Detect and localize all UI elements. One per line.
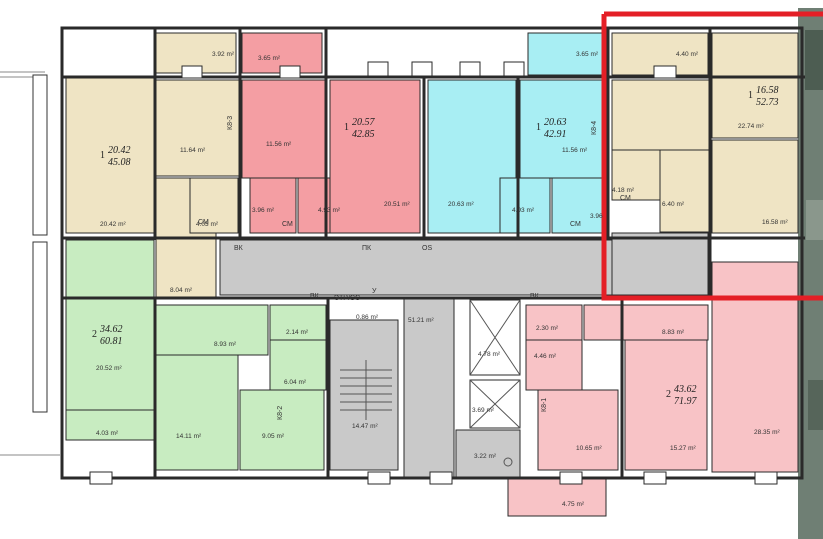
room-area: 9.05 m² (262, 433, 285, 440)
room-area: 3.96 m² (252, 207, 275, 214)
room-area: 3.65 m² (576, 51, 599, 58)
room-area: 20.63 m² (448, 201, 474, 208)
total-area: 42.91 (544, 129, 567, 140)
elevator-shafts (469, 299, 521, 467)
left-external-wall (0, 71, 60, 456)
room-area: 3.65 m² (258, 55, 281, 62)
room-area: 4.18 m² (612, 187, 635, 194)
room-area: 4.03 m² (96, 430, 119, 437)
room-area: 6.04 m² (284, 379, 307, 386)
room-area: 11.64 m² (180, 147, 206, 154)
room-area: 8.93 m² (214, 341, 237, 348)
total-area: 42.85 (352, 129, 375, 140)
room-area: 20.42 m² (100, 221, 126, 228)
living-area: 20.42 (108, 145, 131, 156)
k8-tag: К8-4 (591, 121, 598, 135)
living-area: 34.62 (99, 324, 123, 335)
total-area: 45.08 (108, 157, 131, 168)
room-area: 4.93 m² (318, 207, 341, 214)
selection-highlight (601, 11, 823, 301)
windows (89, 61, 778, 485)
cm-tag: СМ (282, 221, 293, 228)
room-area: 2.30 m² (536, 325, 559, 332)
room-area: 15.27 m² (670, 445, 696, 452)
room-area: 8.04 m² (170, 287, 193, 294)
room-area: 16.58 m² (762, 219, 788, 226)
living-area: 43.62 (674, 384, 697, 395)
room-area: 3.22 m² (474, 453, 497, 460)
room-area: 4.46 m² (534, 353, 557, 360)
bk-tag: ВК (530, 293, 540, 300)
room-area: 51.21 m² (408, 317, 434, 324)
room-area: 4.93 m² (512, 207, 535, 214)
room-area: 28.35 m² (754, 429, 780, 436)
room-area: 10.65 m² (576, 445, 602, 452)
pk-tag: ПК (362, 245, 372, 252)
total-area: 71.97 (674, 396, 698, 407)
apartment-number: 1 (536, 122, 541, 133)
room-area: 4.40 m² (676, 51, 699, 58)
cm-tag: СМ (198, 219, 209, 226)
rooms (65, 32, 799, 517)
room-area: 20.51 m² (384, 201, 410, 208)
k8-tag: К8-3 (227, 116, 234, 130)
room-area: 11.56 m² (266, 141, 292, 148)
room-area: 4.03 m² (196, 221, 219, 228)
room-area: 20.52 m² (96, 365, 122, 372)
apartment-number: 1 (748, 90, 753, 101)
room-area: 0.86 m² (356, 314, 379, 321)
room-area: 14.11 m² (176, 433, 202, 440)
room-area: 2.14 m² (286, 329, 309, 336)
room-area: 8.83 m² (662, 329, 685, 336)
total-area: 52.73 (756, 97, 779, 108)
cm-tag: СМ (570, 221, 581, 228)
etp-tag: ЭТР/СС (334, 295, 360, 302)
room-area: 3.96 (590, 213, 603, 220)
room-area: 6.40 m² (662, 201, 685, 208)
room-area: 4.78 m² (478, 351, 501, 358)
living-area: 16.58 (756, 85, 779, 96)
room-area: 11.56 m² (562, 147, 588, 154)
cm-tag: СМ (620, 195, 631, 202)
living-area: 20.57 (352, 117, 376, 128)
living-area: 20.63 (544, 117, 567, 128)
tech-tags: ВК ВК ВК ПК ОS У ЭТР/СС К8-3 К8-4 К8-2 К… (198, 116, 631, 420)
room-area: 14.47 m² (352, 423, 378, 430)
room-area: 4.75 m² (562, 501, 585, 508)
os-tag: ОS (422, 245, 432, 252)
room-area: 3.69 m² (472, 407, 495, 414)
bk-tag: ВК (234, 245, 244, 252)
apartment-number: 2 (92, 329, 97, 340)
walls (60, 26, 805, 480)
apartment-number: 2 (666, 389, 671, 400)
room-area-labels: 3.92 m² 3.65 m² 3.65 m² 4.40 m² 11.64 m²… (96, 51, 788, 508)
bk-tag: ВК (310, 293, 320, 300)
room-area: 22.74 m² (738, 123, 764, 130)
apartment-number: 1 (344, 122, 349, 133)
staircase (340, 360, 392, 420)
apartment-number: 1 (100, 150, 105, 161)
k8-tag: К8-2 (277, 406, 284, 420)
room-area: 3.92 m² (212, 51, 235, 58)
apartment-labels: 1 20.42 45.08 1 20.57 42.85 1 20.63 42.9… (92, 85, 779, 407)
y-tag: У (372, 288, 377, 295)
k8-tag: К8-1 (541, 398, 548, 412)
total-area: 60.81 (100, 336, 123, 347)
